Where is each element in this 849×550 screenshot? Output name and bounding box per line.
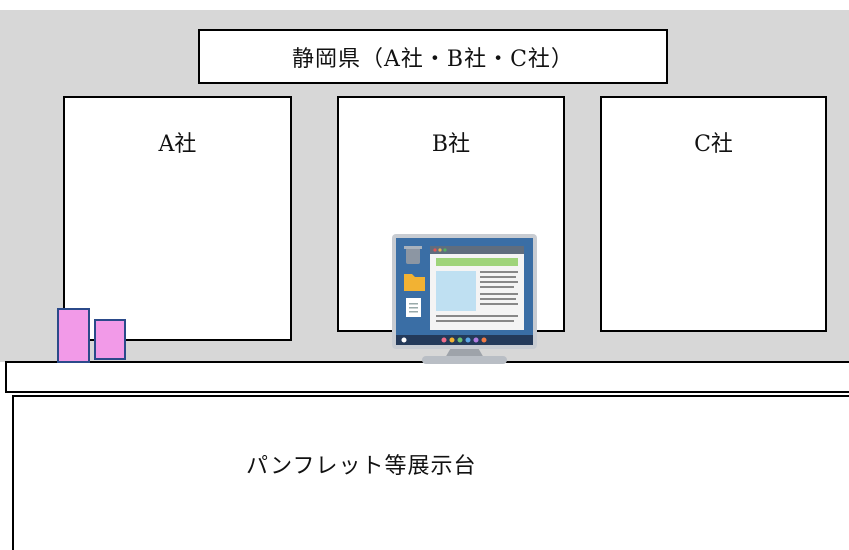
booth-title: 静岡県（A社・B社・C社） [198,29,668,84]
monitor-icon [392,234,537,364]
pamphlet-icon [57,308,90,363]
panel-b-label: B社 [431,132,471,157]
panel-c: C社 [600,96,827,332]
display-table [12,395,849,550]
panel-a-label: A社 [158,132,197,157]
pamphlet-icon [94,319,126,360]
display-table-label: パンフレット等展示台 [246,454,477,479]
panel-a: A社 [63,96,292,341]
panel-c-label: C社 [694,132,733,157]
